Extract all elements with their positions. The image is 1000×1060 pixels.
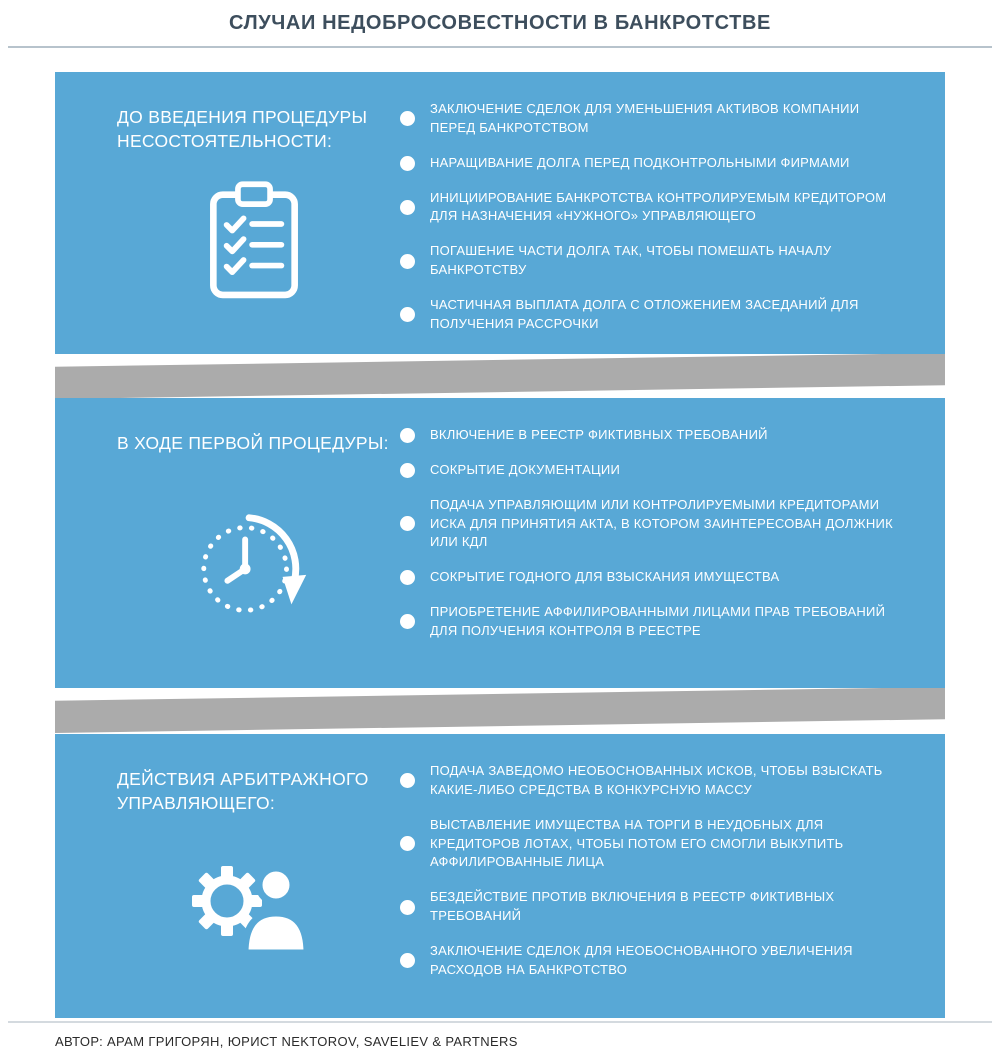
list-item-text: ПОГАШЕНИЕ ЧАСТИ ДОЛГА ТАК, ЧТОБЫ ПОМЕШАТ…	[430, 243, 832, 278]
bullet-dot	[400, 614, 415, 630]
list-item: ПОГАШЕНИЕ ЧАСТИ ДОЛГА ТАК, ЧТОБЫ ПОМЕШАТ…	[400, 242, 919, 280]
list-item-text: СОКРЫТИЕ ГОДНОГО ДЛЯ ВЗЫСКАНИЯ ИМУЩЕСТВА	[430, 569, 780, 585]
section-heading: В ХОДЕ ПЕРВОЙ ПРОЦЕДУРЫ:	[117, 433, 389, 453]
section-before-insolvency: ДО ВВЕДЕНИЯ ПРОЦЕДУРЫ НЕСОСТОЯТЕЛЬНОСТИ:…	[55, 72, 945, 354]
gray-ribbon-2	[55, 687, 945, 733]
section-first-procedure: В ХОДЕ ПЕРВОЙ ПРОЦЕДУРЫ: ВКЛЮЧЕНИЕ В РЕЕ…	[55, 398, 945, 688]
list-item: БЕЗДЕЙСТВИЕ ПРОТИВ ВКЛЮЧЕНИЯ В РЕЕСТР ФИ…	[400, 888, 919, 926]
list-item: НАРАЩИВАНИЕ ДОЛГА ПЕРЕД ПОДКОНТРОЛЬНЫМИ …	[400, 154, 919, 173]
list-item-text: ПОДАЧА УПРАВЛЯЮЩИМ ИЛИ КОНТРОЛИРУЕМЫМИ К…	[430, 496, 893, 550]
bullet-dot	[400, 773, 415, 789]
list-item: ПРИОБРЕТЕНИЕ АФФИЛИРОВАННЫМИ ЛИЦАМИ ПРАВ…	[400, 603, 919, 641]
list-item: ЗАКЛЮЧЕНИЕ СДЕЛОК ДЛЯ НЕОБОСНОВАННОГО УВ…	[400, 942, 919, 980]
section-item-list: ВКЛЮЧЕНИЕ В РЕЕСТР ФИКТИВНЫХ ТРЕБОВАНИЙ …	[400, 398, 945, 688]
bullet-dot	[400, 899, 415, 915]
list-item-text: ЗАКЛЮЧЕНИЕ СДЕЛОК ДЛЯ НЕОБОСНОВАННОГО УВ…	[430, 942, 853, 977]
gray-ribbon-1	[55, 353, 945, 399]
list-item-text: СОКРЫТИЕ ДОКУМЕНТАЦИИ	[430, 461, 621, 477]
clipboard-checklist-icon	[117, 179, 390, 308]
list-item: СОКРЫТИЕ ДОКУМЕНТАЦИИ	[400, 461, 919, 480]
list-item-text: ВЫСТАВЛЕНИЕ ИМУЩЕСТВА НА ТОРГИ В НЕУДОБН…	[430, 816, 844, 870]
list-item-text: ИНИЦИИРОВАНИЕ БАНКРОТСТВА КОНТРОЛИРУЕМЫМ…	[430, 189, 887, 224]
list-item: СОКРЫТИЕ ГОДНОГО ДЛЯ ВЗЫСКАНИЯ ИМУЩЕСТВА	[400, 568, 919, 587]
section-arbitration-manager: ДЕЙСТВИЯ АРБИТРАЖНОГО УПРАВЛЯЮЩЕГО:	[55, 734, 945, 1018]
section-left-column: ДЕЙСТВИЯ АРБИТРАЖНОГО УПРАВЛЯЮЩЕГО:	[55, 734, 400, 1018]
bullet-dot	[400, 953, 415, 969]
bullet-dot	[400, 199, 415, 215]
list-item-text: БЕЗДЕЙСТВИЕ ПРОТИВ ВКЛЮЧЕНИЯ В РЕЕСТР ФИ…	[430, 889, 835, 924]
bullet-dot	[400, 462, 415, 478]
list-item: ПОДАЧА УПРАВЛЯЮЩИМ ИЛИ КОНТРОЛИРУЕМЫМИ К…	[400, 496, 919, 553]
manager-gear-person-icon	[117, 849, 390, 964]
section-item-list: ПОДАЧА ЗАВЕДОМО НЕОБОСНОВАННЫХ ИСКОВ, ЧТ…	[400, 734, 945, 1018]
title-divider	[8, 46, 992, 48]
list-item: ПОДАЧА ЗАВЕДОМО НЕОБОСНОВАННЫХ ИСКОВ, ЧТ…	[400, 762, 919, 800]
list-item: ЧАСТИЧНАЯ ВЫПЛАТА ДОЛГА С ОТЛОЖЕНИЕМ ЗАС…	[400, 296, 919, 334]
list-item-text: ПОДАЧА ЗАВЕДОМО НЕОБОСНОВАННЫХ ИСКОВ, ЧТ…	[430, 763, 883, 797]
section-left-column: ДО ВВЕДЕНИЯ ПРОЦЕДУРЫ НЕСОСТОЯТЕЛЬНОСТИ:	[55, 72, 400, 354]
section-item-list: ЗАКЛЮЧЕНИЕ СДЕЛОК ДЛЯ УМЕНЬШЕНИЯ АКТИВОВ…	[400, 72, 945, 354]
list-item-text: ЗАКЛЮЧЕНИЕ СДЕЛОК ДЛЯ УМЕНЬШЕНИЯ АКТИВОВ…	[430, 101, 860, 135]
list-item: ЗАКЛЮЧЕНИЕ СДЕЛОК ДЛЯ УМЕНЬШЕНИЯ АКТИВОВ…	[400, 100, 919, 138]
clock-deadline-icon	[117, 502, 390, 635]
list-item-text: ЧАСТИЧНАЯ ВЫПЛАТА ДОЛГА С ОТЛОЖЕНИЕМ ЗАС…	[430, 296, 859, 331]
bullet-dot	[400, 836, 415, 852]
author-credit: АВТОР: АРАМ ГРИГОРЯН, ЮРИСТ NEKTOROV, SA…	[55, 1034, 518, 1049]
section-heading: ДО ВВЕДЕНИЯ ПРОЦЕДУРЫ НЕСОСТОЯТЕЛЬНОСТИ:	[117, 107, 368, 151]
bullet-dot	[400, 427, 415, 443]
list-item-text: ВКЛЮЧЕНИЕ В РЕЕСТР ФИКТИВНЫХ ТРЕБОВАНИЙ	[430, 427, 768, 442]
section-heading: ДЕЙСТВИЯ АРБИТРАЖНОГО УПРАВЛЯЮЩЕГО:	[117, 769, 369, 813]
bullet-dot	[400, 111, 415, 127]
list-item: ВЫСТАВЛЕНИЕ ИМУЩЕСТВА НА ТОРГИ В НЕУДОБН…	[400, 816, 919, 873]
bullet-dot	[400, 516, 415, 532]
bullet-dot	[400, 570, 415, 586]
section-left-column: В ХОДЕ ПЕРВОЙ ПРОЦЕДУРЫ:	[55, 398, 400, 688]
footer-divider	[8, 1021, 992, 1023]
list-item: ВКЛЮЧЕНИЕ В РЕЕСТР ФИКТИВНЫХ ТРЕБОВАНИЙ	[400, 426, 919, 445]
list-item-text: ПРИОБРЕТЕНИЕ АФФИЛИРОВАННЫМИ ЛИЦАМИ ПРАВ…	[430, 604, 886, 638]
bullet-dot	[400, 155, 415, 171]
list-item-text: НАРАЩИВАНИЕ ДОЛГА ПЕРЕД ПОДКОНТРОЛЬНЫМИ …	[430, 154, 850, 170]
bullet-dot	[400, 307, 415, 323]
list-item: ИНИЦИИРОВАНИЕ БАНКРОТСТВА КОНТРОЛИРУЕМЫМ…	[400, 189, 919, 227]
page-title: СЛУЧАИ НЕДОБРОСОВЕСТНОСТИ В БАНКРОТСТВЕ	[229, 12, 771, 34]
bullet-dot	[400, 253, 415, 269]
